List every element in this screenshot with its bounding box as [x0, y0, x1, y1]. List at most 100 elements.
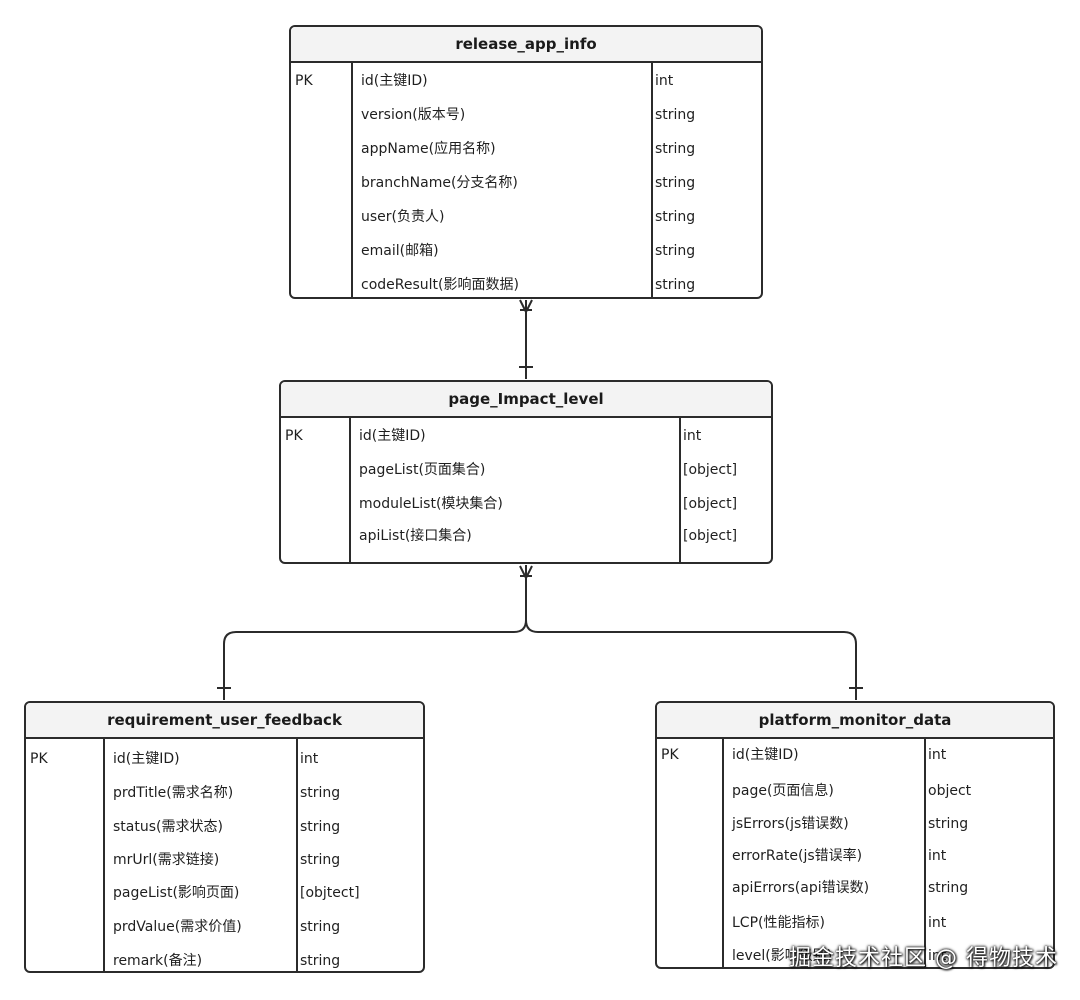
- field-type: string: [300, 819, 341, 835]
- field-name: email(邮箱): [361, 243, 439, 259]
- field-row: branchName(分支名称) string: [291, 172, 761, 194]
- field-type: int: [683, 428, 702, 444]
- field-type: string: [300, 919, 341, 935]
- field-name: status(需求状态): [113, 819, 223, 835]
- key-column-divider: [351, 63, 353, 297]
- field-type: string: [655, 209, 696, 225]
- field-row: PK id(主键ID) int: [291, 70, 761, 92]
- field-name: remark(备注): [113, 953, 203, 969]
- entity-title: release_app_info: [291, 27, 761, 63]
- crows-foot-many-icon: [519, 565, 533, 581]
- field-row: PK id(主键ID) int: [26, 748, 423, 770]
- field-row: status(需求状态) string: [26, 816, 423, 838]
- field-key: PK: [30, 751, 48, 767]
- field-type: string: [300, 852, 341, 868]
- field-row: apiErrors(api错误数) string: [657, 877, 1053, 899]
- crows-foot-many-icon: [519, 299, 533, 315]
- field-row: prdTitle(需求名称) string: [26, 782, 423, 804]
- field-name: apiList(接口集合): [359, 528, 472, 544]
- entity-title: requirement_user_feedback: [26, 703, 423, 739]
- key-column-divider: [722, 739, 724, 967]
- field-type: int: [300, 751, 319, 767]
- field-type: string: [655, 175, 696, 191]
- field-row: remark(备注) string: [26, 950, 423, 971]
- field-name: branchName(分支名称): [361, 175, 518, 191]
- field-type: int: [928, 848, 947, 864]
- field-type: int: [928, 948, 947, 964]
- field-name: prdValue(需求价值): [113, 919, 242, 935]
- key-column-divider: [349, 418, 351, 562]
- field-key: PK: [295, 73, 313, 89]
- field-type: int: [928, 747, 947, 763]
- field-type: string: [655, 277, 696, 293]
- field-type: int: [928, 915, 947, 931]
- field-type: object: [928, 783, 972, 799]
- type-column-divider: [924, 739, 926, 967]
- field-type: [objtect]: [300, 885, 360, 901]
- field-row: moduleList(模块集合) [object]: [281, 493, 771, 515]
- field-row: user(负责人) string: [291, 206, 761, 228]
- field-name: moduleList(模块集合): [359, 496, 503, 512]
- field-row: prdValue(需求价值) string: [26, 916, 423, 938]
- field-type: string: [300, 785, 341, 801]
- key-column-divider: [103, 739, 105, 971]
- field-name: pageList(影响页面): [113, 885, 240, 901]
- field-type: string: [655, 107, 696, 123]
- field-row: pageList(页面集合) [object]: [281, 459, 771, 481]
- field-name: id(主键ID): [113, 751, 180, 767]
- relationship-line: [525, 619, 857, 700]
- type-column-divider: [651, 63, 653, 297]
- type-column-divider: [679, 418, 681, 562]
- field-name: LCP(性能指标): [732, 915, 825, 931]
- type-column-divider: [296, 739, 298, 971]
- field-type: string: [655, 141, 696, 157]
- field-name: page(页面信息): [732, 783, 834, 799]
- field-row: version(版本号) string: [291, 104, 761, 126]
- field-name: apiErrors(api错误数): [732, 880, 870, 896]
- field-name: id(主键ID): [359, 428, 426, 444]
- field-name: id(主键ID): [361, 73, 428, 89]
- field-name: codeResult(影响面数据): [361, 277, 519, 293]
- field-type: string: [928, 880, 969, 896]
- field-name: id(主键ID): [732, 747, 799, 763]
- field-type: string: [928, 816, 969, 832]
- field-row: appName(应用名称) string: [291, 138, 761, 160]
- field-key: PK: [285, 428, 303, 444]
- relationship-line: [223, 565, 527, 700]
- field-row: PK id(主键ID) int: [281, 425, 771, 447]
- field-row: page(页面信息) object: [657, 780, 1053, 802]
- field-name: prdTitle(需求名称): [113, 785, 234, 801]
- field-name: user(负责人): [361, 209, 445, 225]
- field-row: pageList(影响页面) [objtect]: [26, 882, 423, 904]
- field-row: apiList(接口集合) [object]: [281, 525, 771, 547]
- field-type: [object]: [683, 462, 738, 478]
- field-name: version(版本号): [361, 107, 466, 123]
- field-name: jsErrors(js错误数): [732, 816, 849, 832]
- field-name: appName(应用名称): [361, 141, 496, 157]
- field-name: pageList(页面集合): [359, 462, 486, 478]
- field-type: int: [655, 73, 674, 89]
- field-name: errorRate(js错误率): [732, 848, 863, 864]
- field-name: mrUrl(需求链接): [113, 852, 220, 868]
- field-row: LCP(性能指标) int: [657, 912, 1053, 934]
- field-row: errorRate(js错误率) int: [657, 845, 1053, 867]
- field-name: level(影响级别): [732, 948, 833, 964]
- entity-title: page_Impact_level: [281, 382, 771, 418]
- field-type: string: [655, 243, 696, 259]
- field-row: mrUrl(需求链接) string: [26, 849, 423, 871]
- field-row: email(邮箱) string: [291, 240, 761, 262]
- field-type: [object]: [683, 496, 738, 512]
- field-type: string: [300, 953, 341, 969]
- field-type: [object]: [683, 528, 738, 544]
- watermark-text: 掘金技术社区 @ 得物技术: [789, 946, 1058, 971]
- entity-title: platform_monitor_data: [657, 703, 1053, 739]
- field-row: codeResult(影响面数据) string: [291, 274, 761, 296]
- field-row: jsErrors(js错误数) string: [657, 813, 1053, 835]
